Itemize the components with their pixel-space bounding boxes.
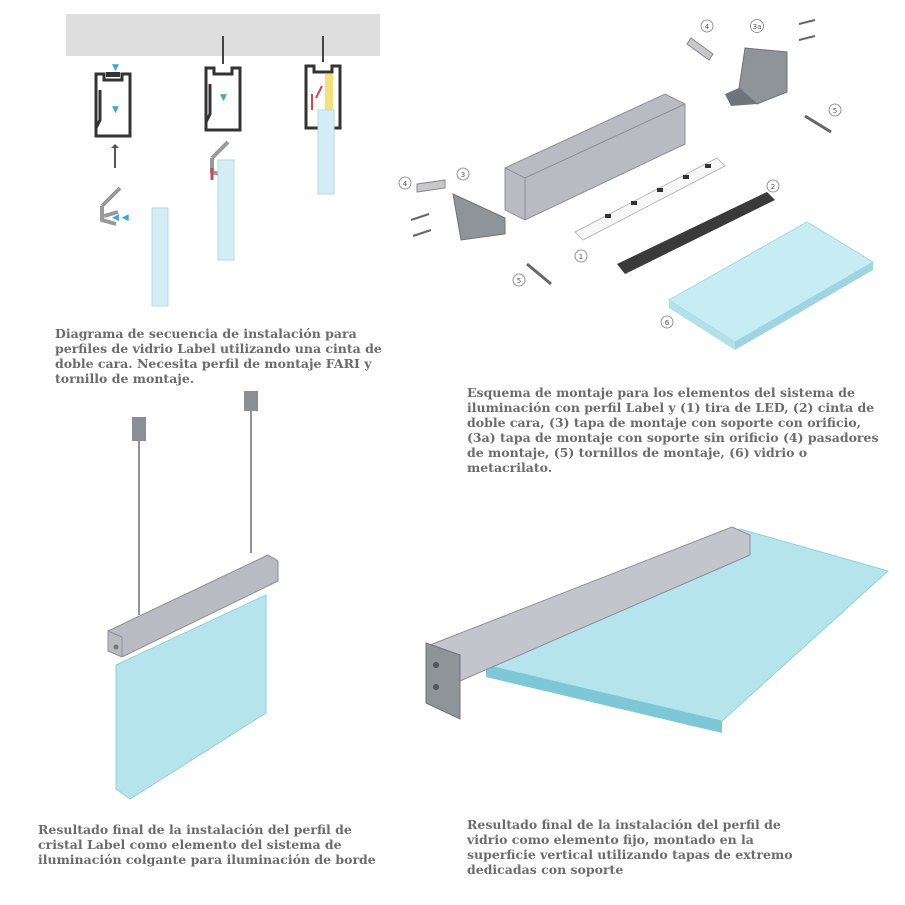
screw-icon <box>798 35 816 41</box>
stage-3-glass <box>317 109 335 195</box>
drop-marker: ▼ <box>112 105 119 115</box>
ceiling-mount-right <box>244 391 258 411</box>
double-sided-tape <box>617 192 775 274</box>
part-label-4: 4 <box>705 23 710 31</box>
stage-2-glass <box>217 159 235 261</box>
caption-exploded-assembly: Esquema de montaje para los elementos de… <box>467 385 879 475</box>
mounting-pin-icon <box>416 179 446 193</box>
screw-icon <box>526 262 552 286</box>
drop-marker: ▼ <box>112 63 119 73</box>
part-label-2: 2 <box>771 183 775 191</box>
push-arrow: ◀ ◀ <box>112 213 129 223</box>
part-label-3: 3 <box>461 171 465 179</box>
part-label-3a: 3a <box>753 23 762 31</box>
stage-3-profile <box>304 64 342 130</box>
label-bubble <box>828 103 842 117</box>
part-label-5-bottom: 5 <box>517 277 521 285</box>
exploded-assembly-diagram: 4 3a 5 4 3 <box>395 8 895 358</box>
caption-installation-sequence: Diagrama de secuencia de instalación par… <box>55 326 382 386</box>
glass-panel <box>115 594 267 800</box>
led-strip <box>574 157 726 241</box>
screw-icon <box>804 114 832 134</box>
glass-shelf-edge <box>486 665 722 733</box>
stage-2-profile <box>204 66 242 132</box>
glass-panel <box>668 221 874 350</box>
part-label-5: 5 <box>833 107 837 115</box>
stage-1-screw <box>111 144 119 168</box>
label-profile-suspended <box>107 554 279 658</box>
label-bubble <box>766 179 780 193</box>
label-profile <box>504 93 686 221</box>
part-label-4-left: 4 <box>403 180 408 188</box>
label-bubble <box>456 167 470 181</box>
screw-icon <box>412 229 432 237</box>
end-cap-with-hole <box>452 193 506 241</box>
stage-1-profile <box>94 72 132 138</box>
label-bubble <box>512 273 526 287</box>
part-label-6: 6 <box>665 319 670 327</box>
mounting-pin-icon <box>686 37 714 61</box>
end-cap-wall <box>425 642 461 720</box>
caption-suspended: Resultado final de la instalación del pe… <box>38 822 376 867</box>
screw-icon <box>410 213 430 221</box>
caption-wall-mounted: Resultado final de la instalación del pe… <box>467 817 793 877</box>
wall-mounted-shelf-illustration <box>420 505 890 750</box>
stage-1-clip <box>100 186 122 226</box>
ceiling-mount-left <box>132 417 146 441</box>
drop-marker: ▼ <box>220 93 227 103</box>
installation-sequence-diagram: ▼ ▼ ◀ ◀ ▼ <box>60 10 390 310</box>
label-bubble <box>660 315 674 329</box>
label-bubble <box>398 176 412 190</box>
label-bubble <box>700 19 714 33</box>
end-cap-no-hole <box>725 47 788 106</box>
label-bubble <box>574 249 588 263</box>
suspended-panel-illustration <box>100 385 330 805</box>
part-label-1: 1 <box>579 253 583 261</box>
screw-icon <box>798 19 816 25</box>
stage-1-glass <box>151 207 169 307</box>
label-bubble <box>750 19 764 33</box>
